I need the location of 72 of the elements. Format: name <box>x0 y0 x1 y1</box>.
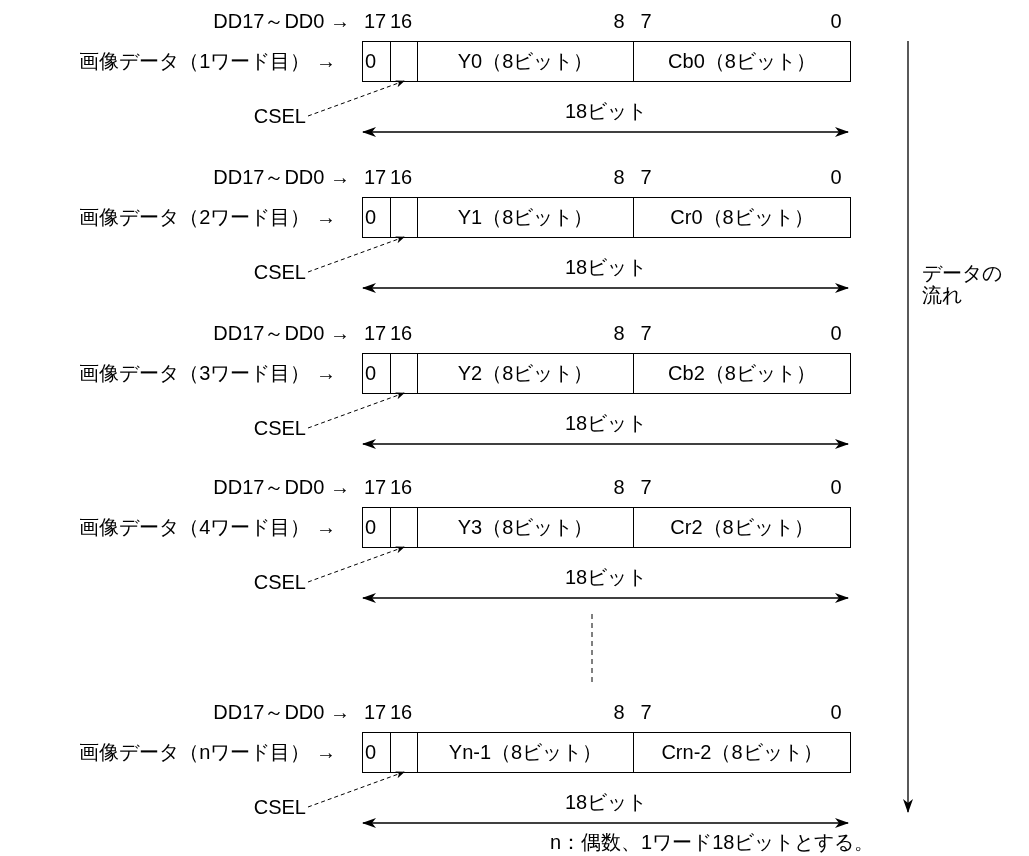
width-label: 18ビット <box>564 256 648 278</box>
bit-number: 16 <box>389 10 413 32</box>
bit-field-cell: Y2（8ビット） <box>417 353 634 394</box>
leader-line <box>307 771 405 808</box>
bit-number: 16 <box>389 166 413 188</box>
footnote: n：偶数、1ワード18ビットとする。 <box>550 831 875 853</box>
bit-number: 8 <box>613 166 625 188</box>
bit-field-cell <box>390 353 418 394</box>
bit-field-cell: Y3（8ビット） <box>417 507 634 548</box>
bit-number: 17 <box>363 476 387 498</box>
bit-field-cell <box>390 507 418 548</box>
bit-field-cell: Cb0（8ビット） <box>633 41 851 82</box>
bit-field-cell: 0 <box>362 197 391 238</box>
bit-number: 17 <box>363 322 387 344</box>
bit-field-cell: Crn-2（8ビット） <box>633 732 851 773</box>
bit-field-cell: Y0（8ビット） <box>417 41 634 82</box>
row-label: 画像データ（2ワード目） → <box>79 206 336 228</box>
bit-field-cell: Yn-1（8ビット） <box>417 732 634 773</box>
bit-number: 0 <box>830 322 842 344</box>
bit-field-cell: 0 <box>362 507 391 548</box>
bit-field-cell: 0 <box>362 41 391 82</box>
signal-label: CSEL <box>253 261 306 283</box>
bit-field-cell: Cb2（8ビット） <box>633 353 851 394</box>
row-label: 画像データ（4ワード目） → <box>79 516 336 538</box>
bit-number: 0 <box>830 476 842 498</box>
bus-label: DD17～DD0 → <box>213 322 350 344</box>
bus-label: DD17～DD0 → <box>213 10 350 32</box>
signal-label: CSEL <box>253 105 306 127</box>
leader-line <box>307 236 405 273</box>
bit-field-cell: Cr2（8ビット） <box>633 507 851 548</box>
row-label: 画像データ（1ワード目） → <box>79 50 336 72</box>
bit-field-cell: Y1（8ビット） <box>417 197 634 238</box>
bit-number: 0 <box>830 166 842 188</box>
bit-field-cell: Cr0（8ビット） <box>633 197 851 238</box>
bit-number: 16 <box>389 476 413 498</box>
bus-label: DD17～DD0 → <box>213 166 350 188</box>
bit-field-cell: 0 <box>362 732 391 773</box>
bit-number: 7 <box>640 701 652 723</box>
signal-label: CSEL <box>253 571 306 593</box>
leader-line <box>307 546 405 583</box>
bit-number: 0 <box>830 701 842 723</box>
bit-number: 8 <box>613 476 625 498</box>
bit-field-cell: 0 <box>362 353 391 394</box>
signal-label: CSEL <box>253 417 306 439</box>
leader-line <box>307 80 405 117</box>
signal-label: CSEL <box>253 796 306 818</box>
bit-number: 16 <box>389 701 413 723</box>
bit-number: 8 <box>613 322 625 344</box>
bit-number: 7 <box>640 10 652 32</box>
bus-label: DD17～DD0 → <box>213 701 350 723</box>
bit-number: 7 <box>640 166 652 188</box>
row-label: 画像データ（3ワード目） → <box>79 362 336 384</box>
bit-number: 7 <box>640 322 652 344</box>
bit-number: 16 <box>389 322 413 344</box>
width-label: 18ビット <box>564 412 648 434</box>
bit-number: 8 <box>613 10 625 32</box>
width-label: 18ビット <box>564 791 648 813</box>
bit-field-cell <box>390 197 418 238</box>
row-label: 画像データ（nワード目） → <box>79 741 336 763</box>
bit-number: 17 <box>363 10 387 32</box>
width-label: 18ビット <box>564 100 648 122</box>
leader-line <box>307 392 405 429</box>
bit-field-cell <box>390 732 418 773</box>
bit-number: 8 <box>613 701 625 723</box>
bit-number: 17 <box>363 701 387 723</box>
bit-field-cell <box>390 41 418 82</box>
width-label: 18ビット <box>564 566 648 588</box>
bit-number: 7 <box>640 476 652 498</box>
flow-label: データの流れ <box>922 262 1003 306</box>
bit-number: 17 <box>363 166 387 188</box>
bus-label: DD17～DD0 → <box>213 476 350 498</box>
bit-number: 0 <box>830 10 842 32</box>
